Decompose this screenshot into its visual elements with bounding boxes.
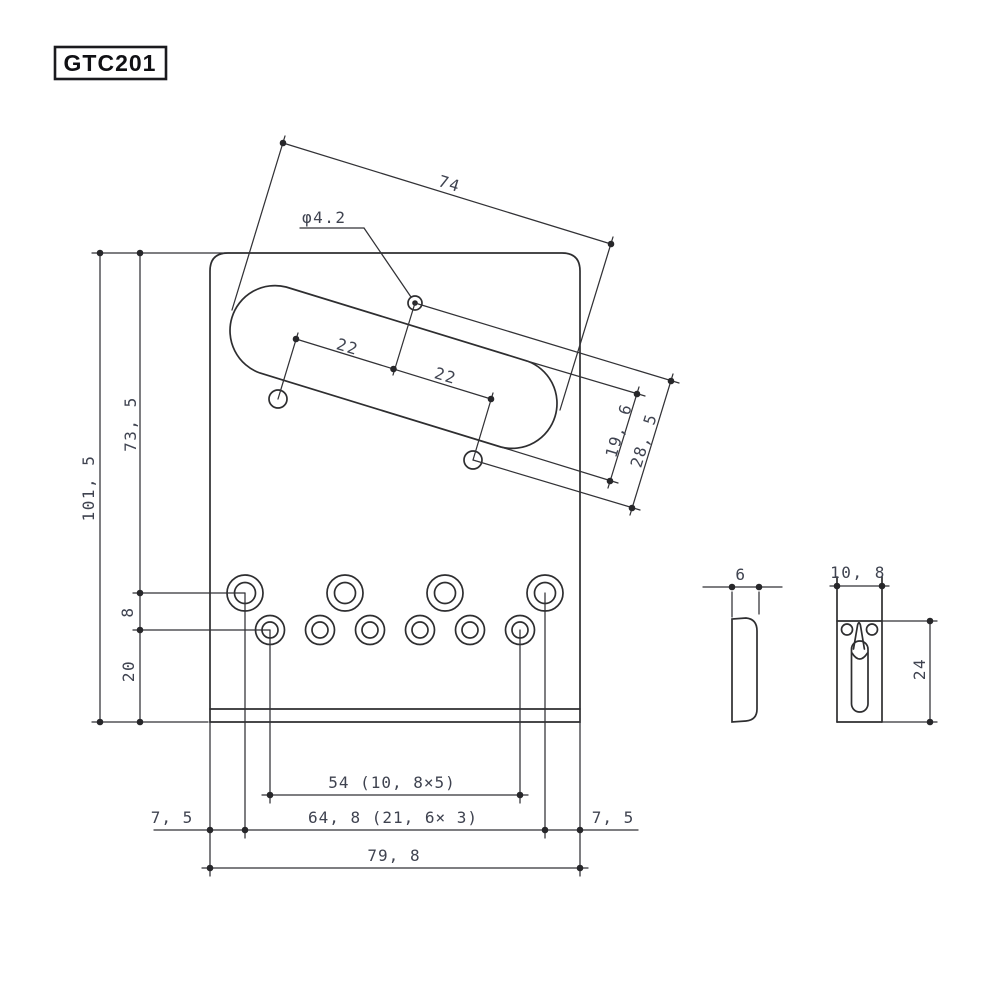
string-hole-outer: [354, 614, 386, 646]
plate-outline: [209, 252, 581, 723]
dim-label-54: 54 (10, 8×5): [328, 773, 456, 792]
dim-center-hole: φ4.2: [299, 208, 412, 298]
title-block: GTC201: [53, 45, 168, 81]
extension-line: [277, 332, 299, 400]
dim-dot: [136, 626, 144, 634]
dimension-line: [629, 373, 674, 516]
dim-slot-length: 74: [231, 135, 615, 411]
screw-shoulder-arc: [851, 652, 869, 660]
saddle-screw-holes: [226, 574, 564, 612]
dim-dot: [628, 504, 636, 512]
title-box: [53, 45, 168, 81]
saddle-screw-hole-outer: [426, 574, 464, 612]
string-hole-inner: [361, 621, 379, 639]
dim-dot: [607, 240, 615, 248]
dim-mount-pitch: 22 22: [277, 302, 495, 461]
intonation-screw-tip: [852, 621, 866, 650]
dim-dot: [136, 589, 144, 597]
dim-dot: [878, 582, 886, 590]
extension-line: [231, 135, 286, 311]
dim-dot: [576, 864, 584, 872]
dim-dot: [206, 864, 214, 872]
dim-dot: [241, 826, 249, 834]
dim-dot: [390, 365, 397, 373]
model-number: GTC201: [64, 50, 157, 76]
dim-dot: [136, 249, 144, 257]
dim-label-24: 24: [910, 658, 929, 680]
dim-label-22-left: 22: [334, 334, 361, 359]
dim-dot: [926, 718, 934, 726]
saddle-side-view: 6: [702, 565, 783, 723]
extension-line: [526, 360, 646, 397]
string-holes: [254, 614, 536, 646]
dim-bottom-chain: 54 (10, 8×5) 64, 8 (21, 6× 3) 7, 5 7, 5 …: [151, 592, 639, 877]
dim-dot: [541, 826, 549, 834]
dim-label-64-8: 64, 8 (21, 6× 3): [308, 808, 478, 827]
extension-line: [472, 392, 494, 461]
dim-label-22-right: 22: [432, 363, 459, 388]
plate-top-view: [209, 252, 581, 723]
dim-slot-width: 19, 6: [500, 360, 646, 489]
dim-label-7-5-left: 7, 5: [151, 808, 194, 827]
leader-line: [363, 227, 412, 298]
dim-mount-offset: 28, 5: [414, 302, 680, 516]
extension-line: [472, 459, 641, 511]
extension-line: [500, 446, 619, 484]
dim-label-hole-dia: φ4.2: [302, 208, 347, 227]
dim-dot: [667, 377, 675, 385]
dim-label-8: 8: [118, 606, 137, 617]
dim-dot: [833, 582, 841, 590]
dim-dot: [487, 395, 495, 403]
dim-dot: [266, 791, 274, 799]
dim-label-73-5: 73, 5: [121, 396, 140, 452]
saddle-screw-hole-outer: [326, 574, 364, 612]
dim-dot: [728, 583, 736, 591]
string-hole-outer: [454, 614, 486, 646]
dim-label-74: 74: [436, 171, 463, 196]
dim-dot: [926, 617, 934, 625]
dim-label-20: 20: [119, 660, 138, 682]
height-screw-hole: [865, 623, 879, 636]
dim-dot: [96, 249, 104, 257]
extension-line: [392, 302, 416, 376]
dim-dot: [96, 718, 104, 726]
dim-dot: [292, 335, 300, 343]
dim-dot: [576, 826, 584, 834]
dim-dot: [136, 718, 144, 726]
extension-line: [559, 236, 614, 411]
intonation-screw-slot: [850, 640, 869, 713]
pickup-screw-hole: [268, 389, 288, 409]
extension-line: [414, 302, 680, 384]
dim-label-10-8: 10, 8: [830, 563, 886, 582]
saddle-top-view: 10, 8 24: [829, 563, 938, 726]
pickup-screw-hole: [463, 450, 483, 470]
string-hole-inner: [411, 621, 429, 639]
string-hole-inner: [311, 621, 329, 639]
dim-label-79-8: 79, 8: [367, 846, 420, 865]
dimension-line: [282, 142, 612, 245]
dim-dot: [755, 583, 763, 591]
dimension-line: [607, 386, 640, 489]
center-mount-hole: [407, 295, 423, 311]
dim-dot: [279, 139, 287, 147]
dim-dot: [516, 791, 524, 799]
dim-label-7-5-right: 7, 5: [592, 808, 635, 827]
string-hole-inner: [461, 621, 479, 639]
dim-label-6: 6: [735, 565, 746, 584]
dim-dot: [606, 477, 614, 485]
dim-dot: [206, 826, 214, 834]
saddle-screw-hole-inner: [433, 581, 457, 605]
dim-left-chain: 101, 5 73, 5 8 20: [79, 249, 271, 726]
string-hole-outer: [304, 614, 336, 646]
dim-dot: [633, 390, 641, 398]
dim-label-101-5: 101, 5: [79, 455, 98, 522]
saddle-profile-outline: [731, 617, 758, 723]
saddle-screw-hole-inner: [333, 581, 357, 605]
height-screw-hole: [840, 623, 854, 636]
string-hole-outer: [404, 614, 436, 646]
